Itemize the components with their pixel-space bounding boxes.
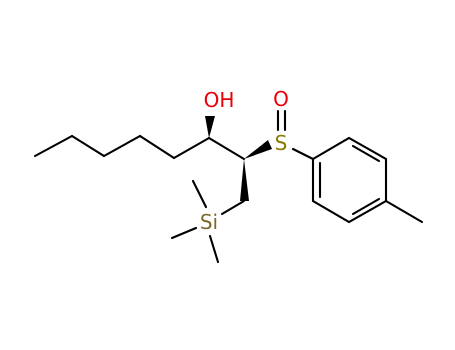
ring-inner-bond-a xyxy=(351,144,381,163)
ring-inner-bond-b xyxy=(351,197,381,216)
bond-aryl-methyl xyxy=(384,199,424,224)
oxygen-label: O xyxy=(273,87,289,111)
sulfur-label: S xyxy=(275,131,288,155)
hydroxyl-label: OH xyxy=(204,88,235,112)
wedge-bond-c7-ch2 xyxy=(240,159,249,201)
bond-c1-c2 xyxy=(33,134,74,158)
bond-c6-c7 xyxy=(207,136,246,161)
wedge-bond-c7-s xyxy=(244,140,272,159)
bond-s-aryl xyxy=(291,147,315,161)
bond-ch2-si xyxy=(220,199,246,216)
silicon-label: Si xyxy=(200,210,218,234)
bond-c2-c3 xyxy=(70,134,106,158)
bond-si-methyl-left xyxy=(170,226,198,240)
bond-c4-c5 xyxy=(138,134,176,160)
bond-c5-c6 xyxy=(172,136,211,160)
bond-si-methyl-down xyxy=(208,234,220,264)
bond-si-methyl-up xyxy=(191,179,208,209)
wedge-bond-c6-oh xyxy=(205,116,215,138)
tolyl-ring xyxy=(311,136,388,224)
bond-c3-c4 xyxy=(102,134,142,158)
